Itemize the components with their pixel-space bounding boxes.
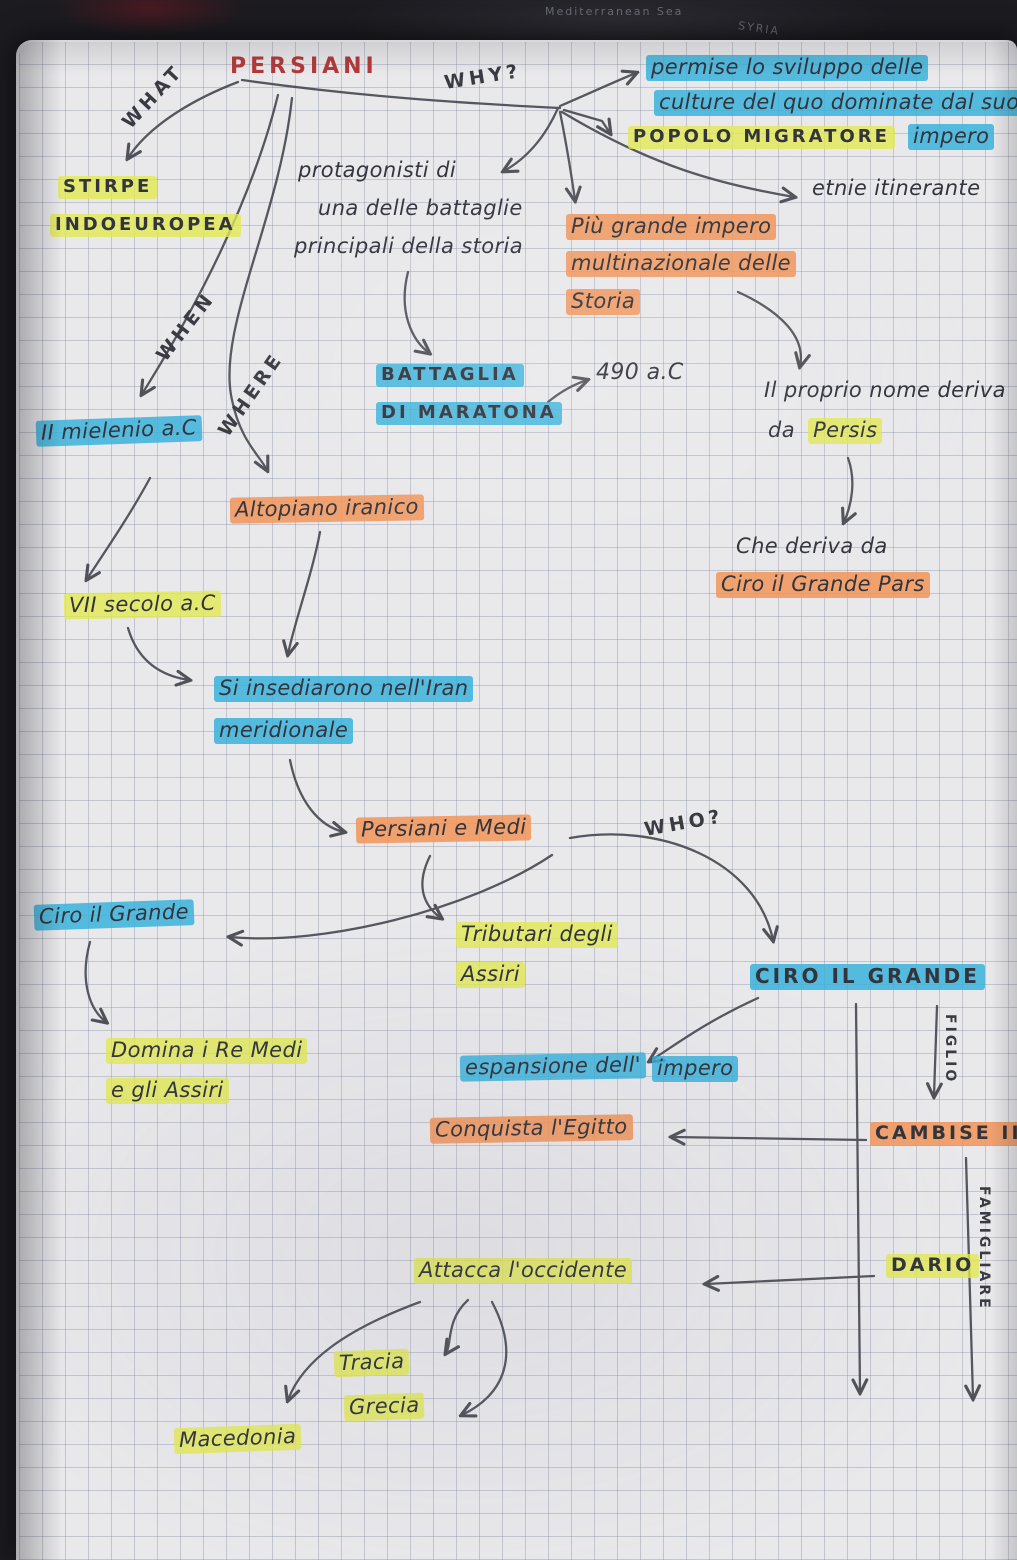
- node-nome-deriva: Il proprio nome deriva: [764, 378, 1006, 402]
- node-anno-490: 490 a.C: [596, 360, 684, 385]
- node-domina-line2: e gli Assiri: [106, 1078, 229, 1104]
- arrow-when-line: [142, 93, 280, 394]
- node-da: da: [768, 418, 795, 442]
- arrow-attacca-to-grecia: [462, 1300, 508, 1415]
- arrow-figlio: [934, 1004, 937, 1096]
- arrow-altopiano-down: [288, 530, 322, 654]
- node-piu-grande-line1: Più grande impero: [566, 214, 777, 240]
- node-protagonisti-line2: una delle battaglie: [318, 196, 523, 220]
- arrow-attacca-to-macedonia: [288, 1300, 422, 1400]
- arrow-millennio-to-vii-secolo: [87, 476, 152, 579]
- node-grecia: Grecia: [343, 1392, 425, 1422]
- node-protagonisti-line1: protagonisti di: [298, 158, 457, 182]
- node-tributari-line1: Tributari degli: [456, 922, 618, 948]
- node-da-persis: da Persis: [768, 418, 883, 444]
- arrow-vii-secolo-to-insediarono: [126, 626, 189, 680]
- arrow-hub-to-protagonisti: [504, 106, 560, 171]
- node-tracia: Tracia: [333, 1348, 410, 1378]
- arrow-ciro-caps-to-espansione: [650, 996, 760, 1061]
- notebook-page: [16, 40, 1017, 1560]
- node-attacca-occidente: Attacca l'occidente: [414, 1258, 633, 1284]
- node-tributari-line2: Assiri: [456, 962, 525, 988]
- node-stirpe: STIRPE: [58, 176, 158, 199]
- node-battaglia-line1: BATTAGLIA: [376, 364, 524, 387]
- node-ciro-grande-caps: CIRO IL GRANDE: [750, 964, 985, 990]
- arrow-persiani-medi-to-ciro-grande: [230, 853, 554, 938]
- node-conquista-egitto: Conquista l'Egitto: [429, 1114, 633, 1144]
- label-famigliare: FAMIGLIARE: [976, 1186, 992, 1311]
- node-piu-grande-line3: Storia: [566, 289, 641, 315]
- node-indoeuropea: INDOEUROPEA: [50, 214, 241, 237]
- arrow-hub-to-etnie: [560, 110, 794, 197]
- node-altopiano: Altopiano iranico: [229, 494, 425, 524]
- node-insediarono-line2: meridionale: [214, 718, 354, 744]
- arrow-where-line: [228, 96, 294, 470]
- node-piu-grande-line2: multinazionale delle: [566, 251, 796, 277]
- line-persiani-to-why-hub: [240, 78, 562, 110]
- node-che-deriva: Che deriva da: [736, 534, 888, 558]
- node-culture: culture del quo dominate dal suo: [654, 90, 1017, 116]
- arrow-persiani-to-stirpe: [128, 80, 240, 158]
- arrow-hub-to-permise: [558, 73, 636, 108]
- arrow-dario-to-attacca: [706, 1274, 876, 1284]
- node-insediarono-line1: Si insediarono nell'Iran: [214, 676, 474, 702]
- arrow-piu-grande-to-nome: [736, 290, 801, 366]
- node-persiani-medi: Persiani e Medi: [355, 814, 532, 844]
- node-permise: permise lo sviluppo delle: [646, 55, 929, 81]
- desk-map-label: Mediterranean Sea: [545, 5, 684, 18]
- arrow-persis-down: [844, 456, 852, 522]
- node-impero-2: impero: [652, 1056, 739, 1082]
- arrow-who-line: [568, 833, 773, 940]
- node-vii-secolo: VII secolo a.C: [63, 590, 222, 620]
- node-popolo-migratore: POPOLO MIGRATORE: [628, 126, 895, 149]
- node-domina-line1: Domina i Re Medi: [106, 1038, 308, 1064]
- arrow-hub-to-piu-grande: [558, 110, 575, 200]
- arrow-attacca-to-tracia: [446, 1298, 470, 1353]
- arrow-meridionale-to-persiani-medi: [288, 758, 344, 832]
- node-espansione: espansione dell': [459, 1052, 647, 1082]
- arrow-famigliare: [966, 1156, 973, 1398]
- node-protagonisti-line3: principali della storia: [294, 234, 524, 258]
- arrow-protagonisti-to-battaglia: [403, 270, 429, 353]
- node-title-persiani: PERSIANI: [230, 54, 378, 79]
- arrow-ciro-grande-to-domina: [84, 940, 106, 1022]
- node-dario: DARIO: [886, 1254, 980, 1278]
- arrow-persiani-medi-to-tributari: [421, 854, 441, 918]
- node-persis: Persis: [808, 418, 883, 444]
- arrow-hub-to-popolo: [562, 108, 610, 133]
- arrow-battaglia-to-490: [546, 380, 587, 404]
- node-cambise-ii: CAMBISE II: [870, 1122, 1017, 1146]
- line-ciro-caps-family-vertical: [856, 1002, 860, 1392]
- label-figlio: FIGLIO: [942, 1014, 958, 1085]
- node-ciro-pars: Ciro il Grande Pars: [716, 572, 930, 598]
- node-etnie: etnie itinerante: [812, 176, 981, 200]
- node-impero-top: impero: [908, 124, 995, 150]
- node-macedonia: Macedonia: [173, 1423, 302, 1455]
- arrow-cambise-to-conquista: [672, 1137, 868, 1140]
- node-battaglia-line2: DI MARATONA: [376, 402, 562, 425]
